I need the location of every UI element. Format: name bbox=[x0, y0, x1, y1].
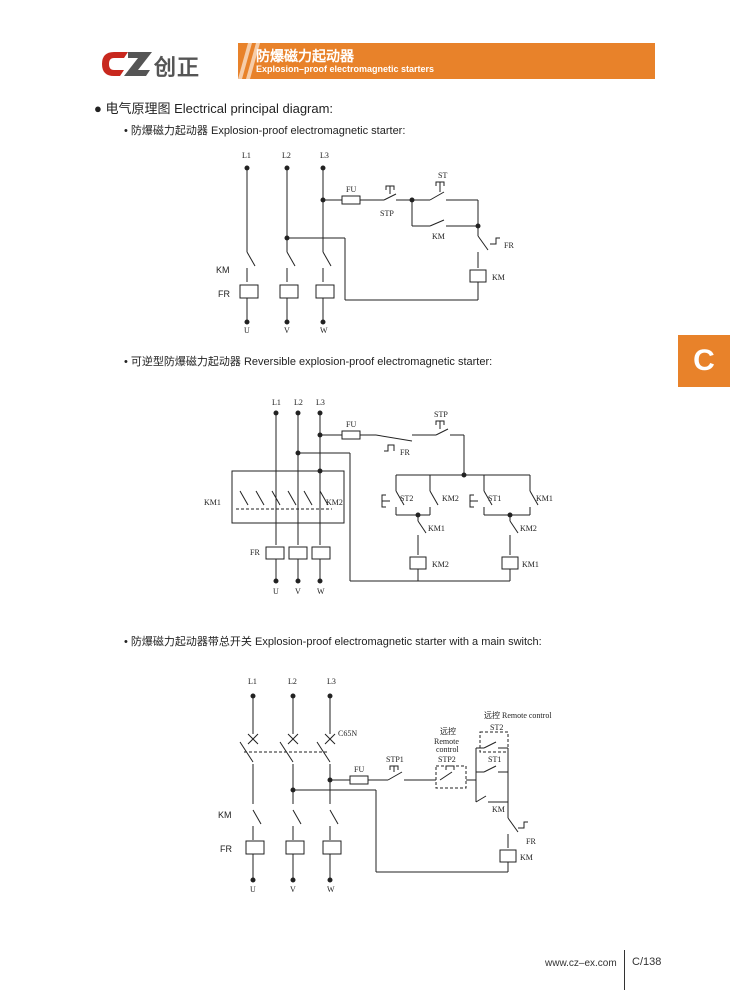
label-km2-main: KM2 bbox=[326, 498, 343, 507]
diagram-1: L1 L2 L3 KM FR U V W FU STP ST KM FR KM bbox=[216, 151, 514, 335]
label-l2: L2 bbox=[288, 677, 297, 686]
label-remote2: 远控 Remote control bbox=[484, 710, 552, 720]
label-l2: L2 bbox=[282, 151, 291, 160]
label-l1: L1 bbox=[272, 398, 281, 407]
stripe-decoration bbox=[238, 43, 260, 79]
label-fu: FU bbox=[346, 420, 356, 429]
label-stp: STP bbox=[380, 209, 394, 218]
label-u: U bbox=[250, 885, 256, 894]
label-km-main: KM bbox=[216, 265, 230, 275]
bullet-icon: ● bbox=[94, 101, 102, 116]
cz-logo-icon bbox=[102, 52, 152, 76]
label-remote-en1b: control bbox=[436, 745, 459, 754]
label-stp2: STP2 bbox=[438, 755, 456, 764]
diagram-2: L1 L2 L3 KM1 KM2 FR U V W FU FR STP ST2 … bbox=[204, 398, 553, 596]
label-stp1: STP1 bbox=[386, 755, 404, 764]
label-fr-ctl: FR bbox=[504, 241, 514, 250]
label-v: V bbox=[295, 587, 301, 596]
label-st2: ST2 bbox=[400, 494, 413, 503]
label-fr-main: FR bbox=[220, 844, 232, 854]
label-fr-main: FR bbox=[250, 548, 260, 557]
label-km2-a: KM2 bbox=[442, 494, 459, 503]
header-title-en: Explosion–proof electromagnetic starters bbox=[256, 64, 435, 74]
label-l1: L1 bbox=[242, 151, 251, 160]
label-km-ctl: KM bbox=[492, 805, 505, 814]
page-number: C/138 bbox=[632, 956, 662, 968]
label-fu: FU bbox=[354, 765, 364, 774]
bullet-icon: • bbox=[124, 636, 131, 648]
label-km1-coil: KM1 bbox=[522, 560, 539, 569]
header-title-cn: 防爆磁力起动器 bbox=[256, 48, 354, 64]
label-l2: L2 bbox=[294, 398, 303, 407]
label-l3: L3 bbox=[320, 151, 329, 160]
label-w: W bbox=[327, 885, 335, 894]
caption-text: 可逆型防爆磁力起动器 Reversible explosion-proof el… bbox=[130, 356, 493, 368]
diagram-2-caption: • 可逆型防爆磁力起动器 Reversible explosion-proof … bbox=[124, 353, 492, 369]
label-km2-coil: KM2 bbox=[432, 560, 449, 569]
header-logo bbox=[98, 44, 158, 83]
label-stp: STP bbox=[434, 410, 448, 419]
label-l1: L1 bbox=[248, 677, 257, 686]
label-km-coil: KM bbox=[492, 273, 505, 282]
label-remote-cn1: 远控 bbox=[440, 726, 456, 736]
label-w: W bbox=[320, 326, 328, 335]
label-fu: FU bbox=[346, 185, 356, 194]
label-km1-main: KM1 bbox=[204, 498, 221, 507]
label-st2: ST2 bbox=[490, 723, 503, 732]
label-km1-b: KM1 bbox=[536, 494, 553, 503]
label-l3: L3 bbox=[327, 677, 336, 686]
header-band bbox=[238, 43, 655, 79]
label-km2-b: KM2 bbox=[520, 524, 537, 533]
label-v: V bbox=[290, 885, 296, 894]
section-heading: ● 电气原理图 Electrical principal diagram: bbox=[94, 98, 333, 117]
diagram-3-caption: • 防爆磁力起动器带总开关 Explosion-proof electromag… bbox=[124, 633, 542, 649]
label-st: ST bbox=[438, 171, 447, 180]
label-km1-a: KM1 bbox=[428, 524, 445, 533]
section-heading-text: 电气原理图 Electrical principal diagram: bbox=[105, 101, 334, 116]
label-l3: L3 bbox=[316, 398, 325, 407]
diagram-3: L1 L2 L3 C65N KM FR U V W FU STP1 STP2 远… bbox=[218, 677, 552, 894]
label-fr-ctl: FR bbox=[526, 837, 536, 846]
section-tab[interactable]: C bbox=[678, 335, 730, 387]
label-w: W bbox=[317, 587, 325, 596]
label-km-ctl: KM bbox=[432, 232, 445, 241]
caption-text: 防爆磁力起动器 Explosion-proof electromagnetic … bbox=[130, 125, 406, 137]
label-km-main: KM bbox=[218, 810, 232, 820]
label-fr-main: FR bbox=[218, 289, 230, 299]
label-v: V bbox=[284, 326, 290, 335]
caption-text: 防爆磁力起动器带总开关 Explosion-proof electromagne… bbox=[130, 636, 542, 648]
label-u: U bbox=[273, 587, 279, 596]
footer-url[interactable]: www.cz–ex.com bbox=[545, 958, 617, 969]
label-st1: ST1 bbox=[488, 755, 501, 764]
label-st1: ST1 bbox=[488, 494, 501, 503]
label-c65n: C65N bbox=[338, 729, 357, 738]
label-fr-ctl: FR bbox=[400, 448, 410, 457]
brand-name: 创正 bbox=[154, 55, 201, 80]
label-remote-en1a: Remote bbox=[434, 737, 459, 746]
bullet-icon: • bbox=[124, 125, 131, 137]
footer-divider bbox=[624, 950, 625, 990]
diagram-1-caption: • 防爆磁力起动器 Explosion-proof electromagneti… bbox=[124, 122, 405, 138]
label-u: U bbox=[244, 326, 250, 335]
label-km-coil: KM bbox=[520, 853, 533, 862]
bullet-icon: • bbox=[124, 356, 131, 368]
